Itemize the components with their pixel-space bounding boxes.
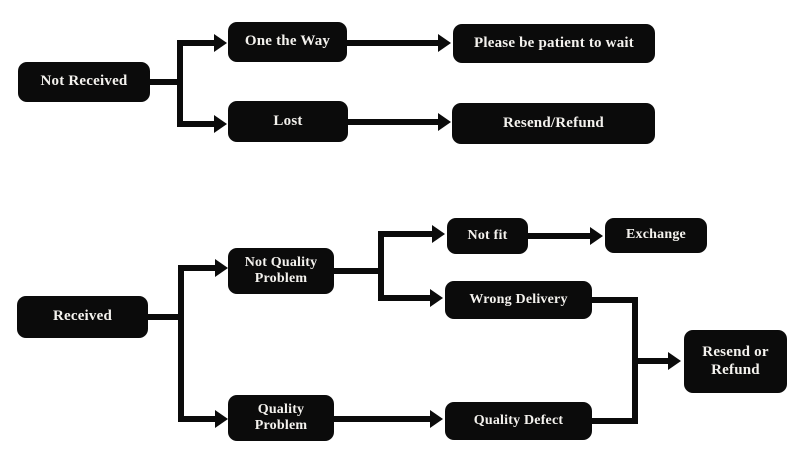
node-lost[interactable]: Lost — [228, 101, 348, 142]
node-not-fit-label: Not fit — [467, 227, 508, 243]
connector-not-fit-to-exchange — [528, 233, 592, 239]
node-lost-label: Lost — [273, 112, 303, 129]
node-wrong-delivery[interactable]: Wrong Delivery — [445, 281, 592, 319]
arrow-to-quality-defect — [430, 410, 443, 428]
node-quality-defect-label: Quality Defect — [473, 412, 564, 428]
arrow-to-quality-problem — [215, 410, 228, 428]
connector-quality-defect-to-merge — [592, 418, 638, 424]
node-quality-problem-label-line2: Problem — [254, 418, 308, 433]
node-one-the-way[interactable]: One the Way — [228, 22, 347, 62]
node-quality-problem-label-line1: Quality — [257, 401, 305, 417]
arrow-to-resend-or-refund — [668, 352, 681, 370]
connector-one-the-way-to-please-wait — [347, 40, 440, 46]
arrow-to-exchange — [590, 227, 603, 245]
connector-trunk-to-one-the-way — [177, 40, 217, 46]
connector-subtrunk-to-not-fit — [378, 231, 434, 237]
node-one-the-way-label: One the Way — [244, 33, 331, 50]
connector-trunk-to-lost — [177, 121, 217, 127]
arrow-to-resend-refund — [438, 113, 451, 131]
node-exchange[interactable]: Exchange — [605, 218, 707, 253]
connector-not-quality-problem-to-subtrunk — [334, 268, 384, 274]
node-not-received[interactable]: Not Received — [18, 62, 150, 102]
node-exchange-label: Exchange — [626, 227, 686, 243]
node-not-fit[interactable]: Not fit — [447, 218, 528, 254]
node-resend-or-refund-label-line1: Resend or — [702, 344, 769, 361]
arrow-to-not-quality-problem — [215, 259, 228, 277]
node-not-quality-problem[interactable]: Not Quality Problem — [228, 248, 334, 294]
arrow-to-please-wait — [438, 34, 451, 52]
node-not-quality-problem-label-line2: Problem — [254, 271, 308, 286]
connector-not-received-to-trunk — [150, 79, 183, 85]
arrow-to-not-fit — [432, 225, 445, 243]
node-resend-or-refund-label-line2: Refund — [711, 361, 760, 378]
connector-received-to-trunk — [148, 314, 184, 320]
connector-trunk-to-not-quality-problem — [178, 265, 218, 271]
node-resend-refund[interactable]: Resend/Refund — [452, 103, 655, 144]
connector-subtrunk-not-quality — [378, 231, 384, 301]
node-quality-defect[interactable]: Quality Defect — [445, 402, 592, 440]
node-please-be-patient-to-wait[interactable]: Please be patient to wait — [453, 24, 655, 63]
node-received[interactable]: Received — [17, 296, 148, 338]
connector-merge-to-resend-or-refund — [632, 358, 672, 364]
connector-subtrunk-to-wrong-delivery — [378, 295, 434, 301]
node-resend-or-refund[interactable]: Resend or Refund — [684, 330, 787, 393]
connector-trunk-bottom — [178, 268, 184, 422]
node-received-label: Received — [52, 308, 113, 325]
connector-wrong-delivery-to-merge — [592, 297, 638, 303]
connector-trunk-top — [177, 43, 183, 127]
connector-trunk-to-quality-problem — [178, 416, 218, 422]
node-not-quality-problem-label-line1: Not Quality — [244, 254, 318, 270]
node-please-be-patient-to-wait-label: Please be patient to wait — [474, 34, 634, 51]
arrow-to-wrong-delivery — [430, 289, 443, 307]
arrow-to-one-the-way — [214, 34, 227, 52]
node-quality-problem[interactable]: Quality Problem — [228, 395, 334, 441]
arrow-to-lost — [214, 115, 227, 133]
connector-quality-problem-to-quality-defect — [334, 416, 432, 422]
node-not-received-label: Not Received — [40, 73, 128, 90]
connector-lost-to-resend-refund — [348, 119, 440, 125]
node-wrong-delivery-label: Wrong Delivery — [469, 291, 568, 307]
node-resend-refund-label: Resend/Refund — [503, 114, 604, 131]
